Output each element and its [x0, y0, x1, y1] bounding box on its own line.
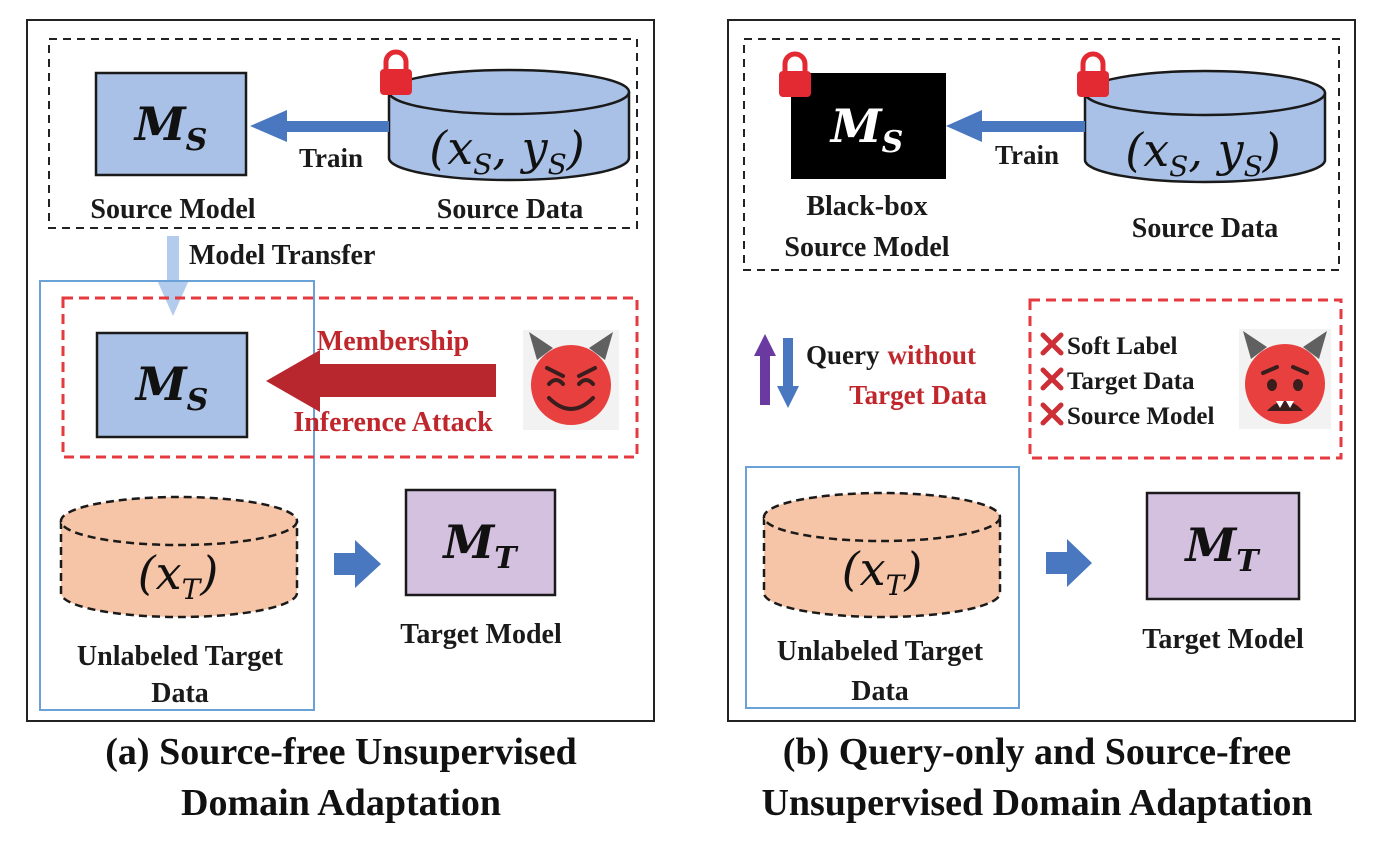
cross-icon — [1043, 335, 1061, 353]
panel-a-attack-label-2: Inference Attack — [293, 407, 493, 438]
panel-b-caption-line-1: (b) Query-only and Source-free — [783, 731, 1291, 773]
panel-b-source-model-label-2: Source Model — [784, 232, 949, 263]
panel-a-target-model-symbol: MT — [441, 515, 519, 576]
panel-a-target-model-box — [404, 488, 557, 597]
panel-a-source-data-symbol: (xS, yS) — [429, 121, 584, 181]
panel-b-target-region — [745, 466, 1020, 709]
lock-icon — [1077, 54, 1109, 97]
panel-b-target-model-symbol: MT — [1183, 518, 1261, 579]
panel-a-frame — [26, 19, 655, 722]
panel-b-query-label-2: Target Data — [849, 380, 987, 410]
panel-a-attacked-model-symbol: MS — [134, 357, 209, 418]
panel-b-target-model-label: Target Model — [1142, 624, 1304, 655]
panel-a-caption-line-1: (a) Source-free Unsupervised — [105, 731, 576, 773]
panel-b-target-arrow-icon — [1046, 539, 1092, 587]
panel-a-source-data-cylinder — [387, 68, 631, 182]
panel-b-source-model-symbol: MS — [829, 99, 904, 160]
cross-icon — [1043, 405, 1061, 423]
panel-a-source-model-symbol: MS — [133, 97, 208, 158]
panel-a-source-model-box — [94, 71, 248, 177]
lock-icon — [380, 52, 412, 95]
cross-icon — [1043, 370, 1061, 388]
devil-icon — [523, 330, 619, 430]
devil-icon — [1239, 329, 1331, 429]
panel-b-source-model-label-1: Black-box — [806, 191, 927, 222]
panel-a: MS Source Model (xS, yS) Source Data Tra… — [26, 19, 655, 824]
panel-b-target-data-cylinder — [762, 491, 1002, 619]
panel-b-source-region — [743, 38, 1340, 271]
panel-a-caption-line-2: Domain Adaptation — [181, 782, 501, 824]
panel-a-target-data-symbol: (xT) — [138, 546, 219, 606]
panel-b-source-model-box — [791, 73, 946, 179]
panel-a-target-region — [39, 280, 315, 711]
lock-icon — [779, 54, 811, 97]
panel-b-source-data-symbol: (xS, yS) — [1125, 123, 1280, 183]
panel-b-target-data-label-1: Unlabeled Target — [777, 636, 984, 667]
panel-b-target-data-label-2: Data — [851, 676, 909, 707]
panel-b-source-data-label: Source Data — [1132, 213, 1278, 244]
panel-b-target-model-box — [1145, 491, 1301, 601]
panel-b-source-data-cylinder — [1083, 69, 1327, 184]
panel-a-transfer-arrow-icon — [157, 236, 189, 316]
panel-b-caption-line-2: Unsupervised Domain Adaptation — [761, 782, 1312, 824]
panel-a-target-data-label-1: Unlabeled Target — [77, 641, 284, 672]
panel-b-blocked-item: Soft Label — [1067, 333, 1177, 360]
panel-b-train-arrow-icon — [946, 110, 1085, 142]
panel-a-source-model-label: Source Model — [90, 194, 255, 225]
panel-a-attack-arrow-icon — [266, 350, 496, 412]
panel-a-target-arrow-icon — [334, 540, 381, 588]
panel-b-train-label: Train — [995, 140, 1059, 170]
panel-b-blocked-region — [1028, 298, 1343, 460]
panel-b-query-up-arrow-icon — [754, 334, 776, 405]
panel-b-query-down-arrow-icon — [777, 338, 799, 408]
panel-a-target-model-label: Target Model — [400, 619, 562, 650]
panel-a-model-transfer-label: Model Transfer — [189, 240, 375, 271]
panel-a-source-data-label: Source Data — [437, 194, 583, 225]
panel-b-blocked-item: Source Model — [1067, 403, 1214, 430]
panel-a-source-region — [48, 38, 638, 229]
panel-a-attacked-model-box — [95, 331, 249, 439]
panel-b: MS Black-box Source Model (xS, yS) Sourc… — [727, 19, 1356, 824]
panel-a-target-data-cylinder — [59, 495, 299, 619]
panel-a-attack-label-1: Membership — [317, 326, 469, 357]
panel-b-target-data-symbol: (xT) — [842, 542, 923, 602]
panel-b-blocked-item: Target Data — [1067, 368, 1195, 395]
panel-a-train-label: Train — [299, 143, 363, 173]
panel-b-frame — [727, 19, 1356, 722]
panel-a-train-arrow-icon — [250, 110, 389, 142]
panel-a-target-data-label-2: Data — [151, 678, 209, 709]
